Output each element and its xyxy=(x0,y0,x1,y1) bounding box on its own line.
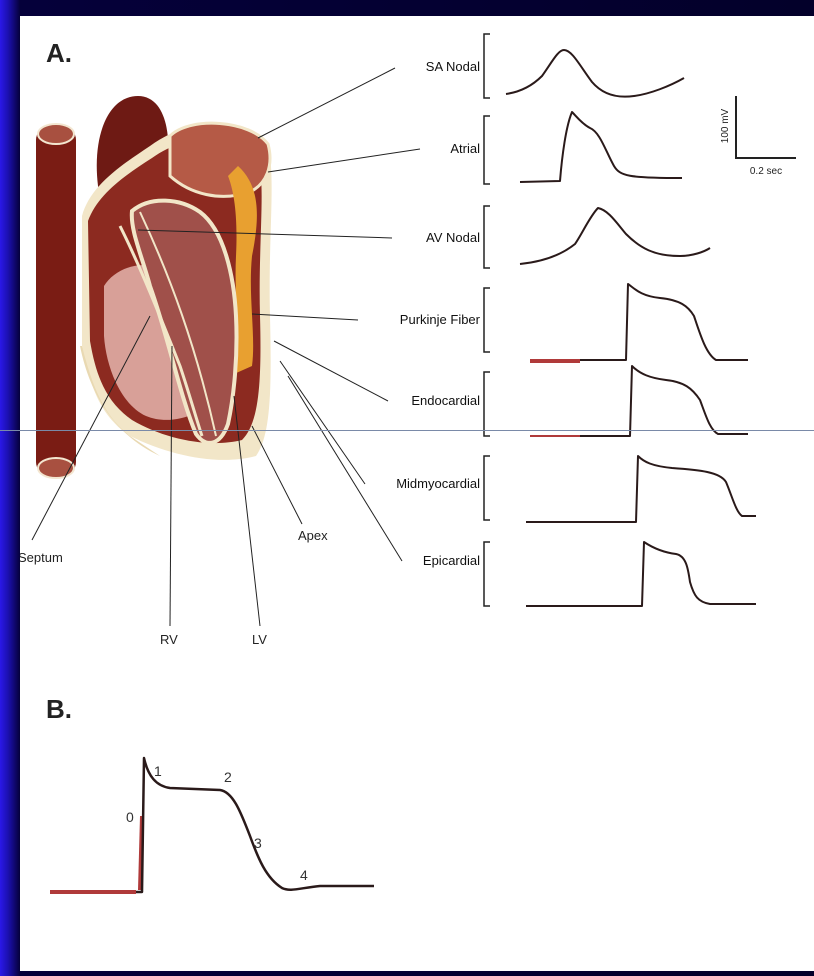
trace-endocardial xyxy=(530,366,748,436)
trace-sa-nodal xyxy=(506,50,684,97)
bracket-av-nodal xyxy=(484,206,490,268)
trace-midmyocardial xyxy=(526,456,756,522)
trace-epicardial xyxy=(526,542,756,606)
track-label-av-nodal: AV Nodal xyxy=(426,230,480,245)
panel-a-label: A. xyxy=(46,38,72,68)
track-brackets xyxy=(484,34,490,606)
bracket-purkinje xyxy=(484,288,490,352)
right-atrium xyxy=(170,123,270,196)
track-label-atrial: Atrial xyxy=(450,141,480,156)
vena-cava xyxy=(36,126,76,476)
leader-endocardial xyxy=(274,341,388,401)
panel-b-phase-labels: 0 1 2 3 4 xyxy=(126,763,308,883)
trace-atrial xyxy=(520,112,682,182)
leader-midmyocardial xyxy=(280,361,365,484)
bracket-atrial xyxy=(484,116,490,184)
track-label-endocardial: Endocardial xyxy=(411,393,480,408)
phase-label-4: 4 xyxy=(300,867,308,883)
phase-label-2: 2 xyxy=(224,769,232,785)
track-label-purkinje: Purkinje Fiber xyxy=(400,312,481,327)
trace-purkinje xyxy=(580,284,748,360)
bracket-epicardial xyxy=(484,542,490,606)
action-potential-diagram: A. S xyxy=(20,16,814,971)
leader-sa-nodal xyxy=(258,68,395,138)
action-potential-traces xyxy=(506,50,756,606)
trace-av-nodal xyxy=(520,208,710,264)
phase-label-1: 1 xyxy=(154,763,162,779)
panel-b-label: B. xyxy=(46,694,72,724)
bracket-midmyocardial xyxy=(484,456,490,520)
vena-cava-top xyxy=(38,124,74,144)
slide-canvas: A. S xyxy=(20,16,814,971)
scale-bar-axes xyxy=(736,96,796,158)
label-apex: Apex xyxy=(298,528,328,543)
scale-bar-time: 0.2 sec xyxy=(750,166,782,177)
horizontal-rule xyxy=(0,430,814,431)
panel-b-trace xyxy=(136,758,374,892)
scale-bar: 100 mV 0.2 sec xyxy=(720,96,796,177)
bracket-sa-nodal xyxy=(484,34,490,98)
track-label-midmyocardial: Midmyocardial xyxy=(396,476,480,491)
label-rv: RV xyxy=(160,632,178,647)
label-septum: Septum xyxy=(20,550,63,565)
phase-label-0: 0 xyxy=(126,809,134,825)
bracket-endocardial xyxy=(484,372,490,436)
track-labels: SA Nodal Atrial AV Nodal Purkinje Fiber … xyxy=(396,59,480,568)
leader-apex xyxy=(252,426,302,524)
track-label-epicardial: Epicardial xyxy=(423,553,480,568)
track-label-sa-nodal: SA Nodal xyxy=(426,59,480,74)
label-lv: LV xyxy=(252,632,267,647)
leader-atrial xyxy=(268,149,420,172)
phase-label-3: 3 xyxy=(254,835,262,851)
vena-cava-bottom xyxy=(38,458,74,478)
scale-bar-voltage: 100 mV xyxy=(720,108,731,143)
